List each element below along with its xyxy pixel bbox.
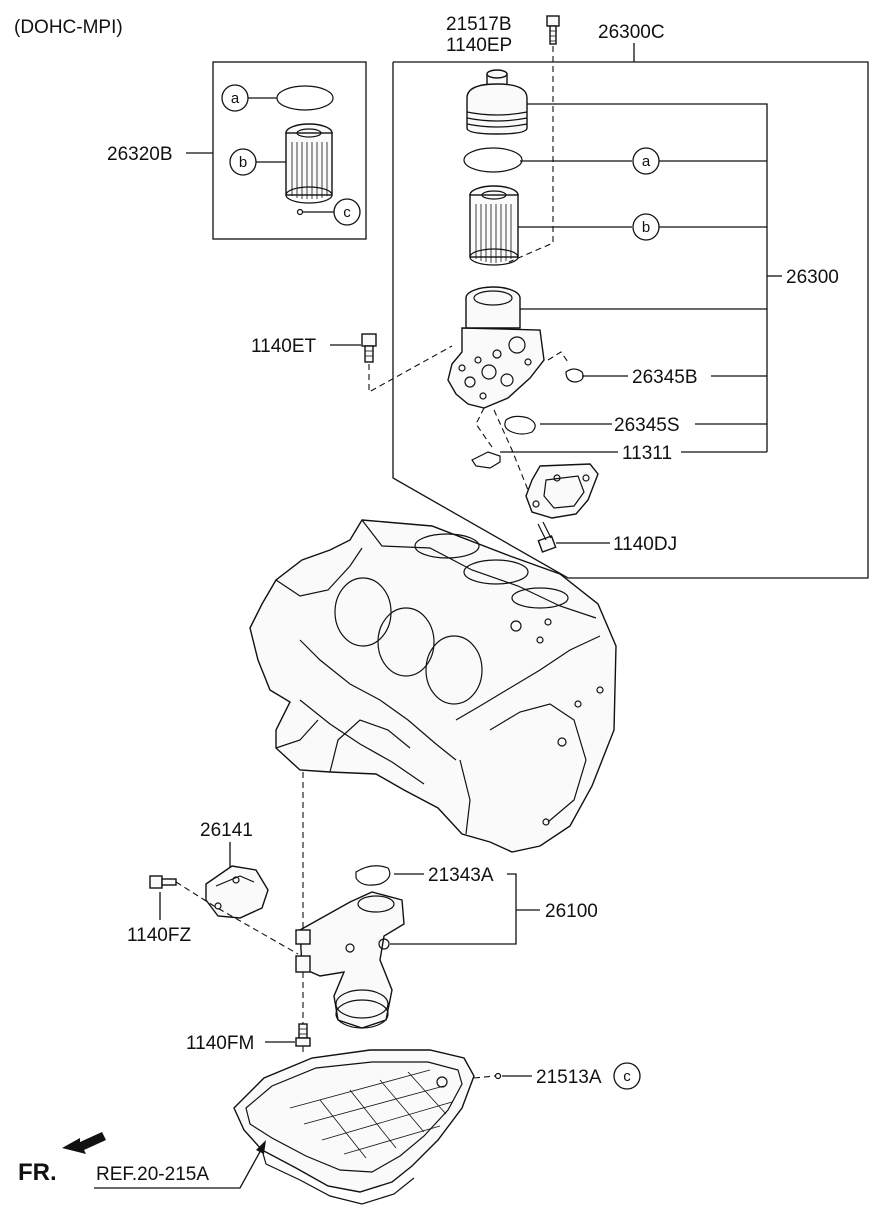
filter-element-assembly: [469, 185, 519, 266]
label-26345S[interactable]: 26345S: [614, 415, 680, 436]
label-26100[interactable]: 26100: [545, 901, 598, 922]
ref-label[interactable]: REF.20-215A: [96, 1164, 209, 1185]
callout-c-pan: c: [613, 1062, 641, 1090]
label-1140ET[interactable]: 1140ET: [251, 336, 317, 357]
label-26300[interactable]: 26300: [786, 267, 839, 288]
filter-cap: [466, 69, 528, 135]
front-arrow-icon: [62, 1132, 106, 1154]
label-1140EP[interactable]: 1140EP: [446, 35, 512, 56]
bolt-1140DJ: [537, 521, 557, 553]
svg-text:a: a: [231, 90, 240, 107]
drain-plug-21513A: [494, 1072, 502, 1080]
svg-text:b: b: [239, 154, 247, 171]
label-21343A[interactable]: 21343A: [428, 865, 494, 886]
label-21517B[interactable]: 21517B: [446, 14, 512, 35]
label-1140FZ[interactable]: 1140FZ: [127, 925, 191, 946]
filter-assembly-box: [392, 61, 869, 579]
label-1140DJ[interactable]: 1140DJ: [613, 534, 677, 555]
oil-pump-26100: [295, 891, 405, 1029]
filter-housing: [447, 286, 545, 409]
svg-text:c: c: [623, 1068, 631, 1085]
callout-a-kit: a: [221, 84, 249, 112]
svg-text:c: c: [343, 204, 351, 221]
label-26300C[interactable]: 26300C: [598, 22, 665, 43]
gasket-21343A: [355, 865, 391, 886]
label-26141[interactable]: 26141: [200, 820, 253, 841]
engine-block: [249, 519, 617, 853]
filter-kit-box: [212, 61, 367, 240]
callout-b-kit: b: [229, 148, 257, 176]
bolt-1140FZ: [149, 875, 177, 889]
seal-c: [296, 208, 304, 216]
bolt-1140FM: [295, 1023, 311, 1047]
front-label: FR.: [18, 1159, 57, 1186]
adapter-plate: [525, 463, 599, 519]
label-21513A[interactable]: 21513A: [536, 1067, 602, 1088]
label-26345B[interactable]: 26345B: [632, 367, 698, 388]
drain-bolt-21517B: [546, 15, 560, 45]
o-ring-a-assembly: [463, 147, 523, 173]
callout-c-kit: c: [333, 198, 361, 226]
o-ring-a: [276, 85, 334, 111]
oil-pan: [233, 1049, 475, 1205]
gasket-26345B: [565, 368, 584, 383]
svg-text:b: b: [642, 219, 650, 236]
callout-b-assembly: b: [632, 213, 660, 241]
callout-a-assembly: a: [632, 147, 660, 175]
gasket-11311: [471, 451, 501, 469]
svg-text:a: a: [642, 153, 651, 170]
gasket-26345S: [504, 415, 536, 435]
bolt-1140ET: [361, 333, 377, 363]
variant-title: (DOHC-MPI): [14, 17, 123, 38]
label-1140FM[interactable]: 1140FM: [186, 1033, 254, 1054]
label-26320B[interactable]: 26320B: [107, 144, 173, 165]
filter-element-kit: [285, 123, 333, 204]
baffle-26141: [205, 865, 269, 919]
label-11311[interactable]: 11311: [622, 443, 672, 464]
